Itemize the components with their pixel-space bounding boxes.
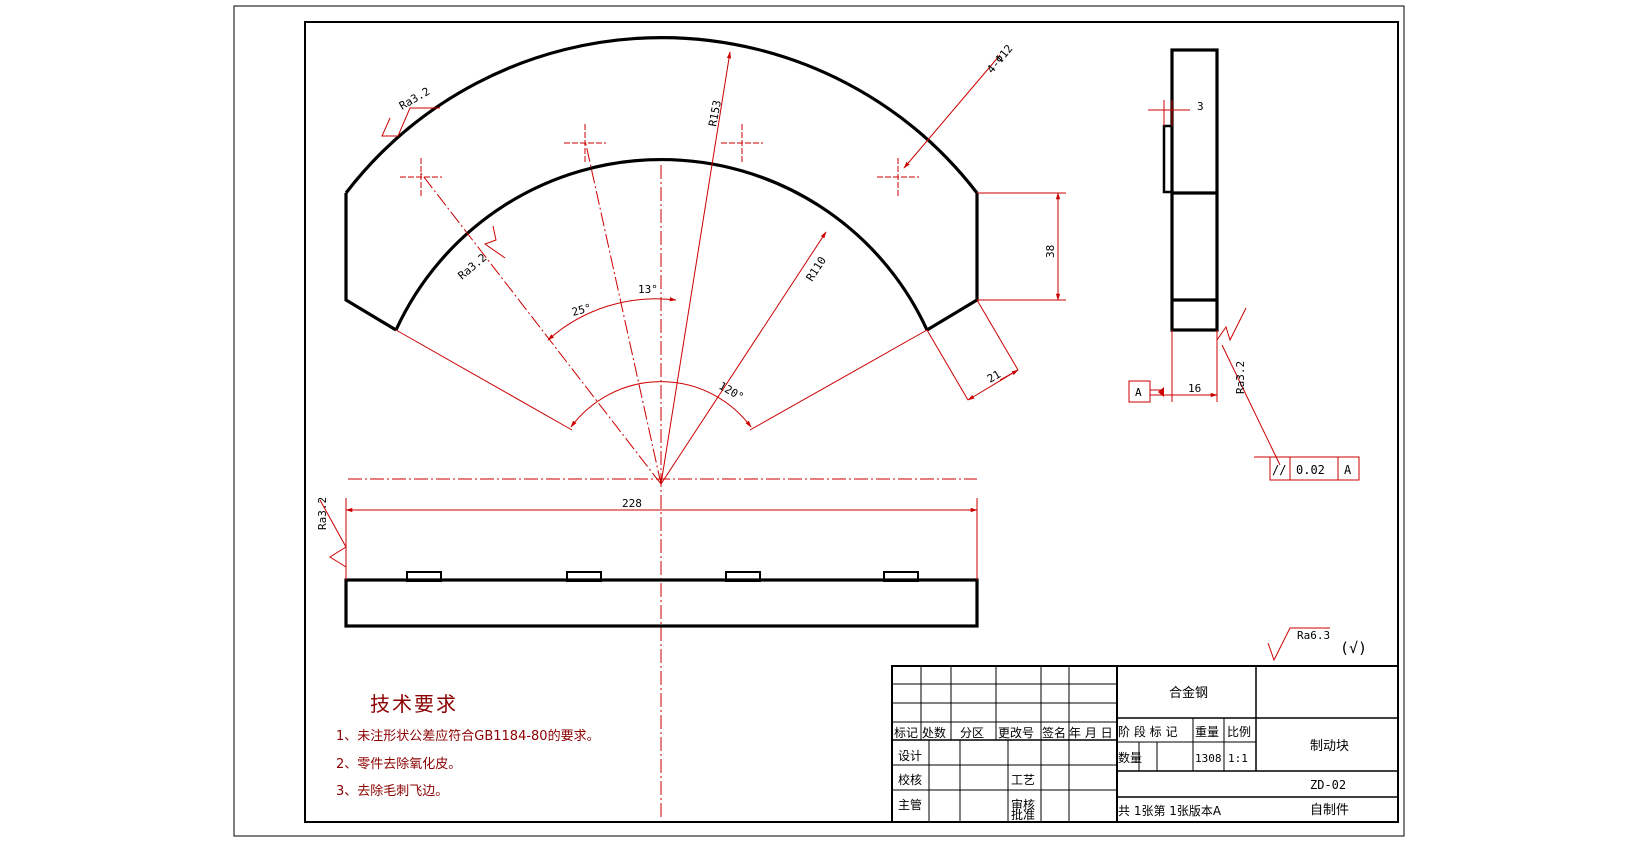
- dim-228: 228: [622, 497, 642, 510]
- tech-requirement-2: 2、零件去除氧化皮。: [336, 757, 462, 772]
- bar-boss-2: [566, 571, 602, 582]
- center-line-left-hole: [419, 171, 662, 485]
- header-zone: 分区: [960, 726, 984, 740]
- ra-general-paren: (√): [1340, 639, 1367, 657]
- label-review: 审核: [1011, 797, 1035, 812]
- angle-arc-25-13: [547, 297, 677, 341]
- inner-arc: [394, 158, 929, 331]
- tolerance-value: 0.02: [1296, 463, 1325, 477]
- label-quantity: 数量: [1118, 750, 1142, 765]
- bar-boss-4: [883, 571, 919, 582]
- tech-requirement-1: 1、未注形状公差应符合GB1184-80的要求。: [336, 729, 600, 744]
- ra-side: Ra3.2: [1234, 361, 1247, 394]
- header-change-no: 更改号: [998, 726, 1034, 740]
- value-scale: 1:1: [1228, 752, 1248, 765]
- center-lines: [348, 139, 977, 820]
- label-sheets: 共 1张第 1张版本A: [1118, 804, 1222, 818]
- bottom-view-dims: [319, 498, 978, 580]
- header-date: 年 月 日: [1069, 726, 1113, 740]
- dim-38: 38: [1044, 245, 1057, 258]
- center-line-mid-hole: [584, 139, 662, 485]
- header-count: 处数: [922, 725, 946, 740]
- title-drawing-no: ZD-02: [1310, 778, 1346, 792]
- title-part-name: 制动块: [1310, 739, 1349, 754]
- dim-r153: R153: [706, 99, 724, 127]
- outer-arc: [344, 36, 979, 194]
- side-body: [1170, 48, 1219, 332]
- outer-frame: [233, 5, 1405, 837]
- side-view: [1162, 48, 1219, 332]
- title-material: 合金钢: [1169, 685, 1208, 701]
- bar-boss-1: [406, 571, 442, 582]
- bar-body: [344, 578, 979, 628]
- arc-segment-view: [344, 36, 979, 332]
- tolerance-symbol: //: [1272, 463, 1286, 477]
- dim-21: 21: [985, 368, 1003, 386]
- dim-25-deg: 25°: [570, 301, 593, 319]
- tolerance-ref: A: [1344, 463, 1352, 477]
- label-approve-visible: 批准: [1011, 808, 1036, 822]
- header-marker: 标记: [894, 726, 918, 740]
- dim-16: 16: [1188, 382, 1201, 395]
- tech-requirement-3: 3、去除毛刺飞边。: [336, 784, 449, 799]
- label-check: 校核: [898, 772, 922, 787]
- hole-marks: [400, 124, 919, 196]
- label-scale: 比例: [1227, 725, 1251, 739]
- datum-label: A: [1135, 386, 1142, 399]
- roughness-symbols-front: [381, 107, 506, 259]
- label-stage: 阶 段 标 记: [1118, 724, 1177, 739]
- datum-box-a: [1128, 380, 1151, 403]
- bottom-bar-view: [344, 571, 979, 628]
- bar-boss-3: [725, 571, 761, 582]
- label-process: 工艺: [1011, 773, 1035, 787]
- label-design: 设计: [898, 749, 922, 763]
- dim-r110: R110: [804, 254, 829, 283]
- tech-requirements-title: 技术要求: [370, 692, 458, 716]
- ra-inner-arc: Ra3.2: [456, 251, 490, 282]
- ra-general: Ra6.3: [1297, 629, 1330, 642]
- ra-bottom: Ra3.2: [316, 497, 329, 530]
- dim-3: 3: [1197, 100, 1204, 113]
- left-end-edge: [344, 193, 397, 332]
- radial-dimensions: [395, 51, 1066, 485]
- dim-13-deg: 13°: [638, 283, 658, 296]
- header-signature: 签名: [1042, 725, 1066, 740]
- inner-frame: [304, 21, 1399, 823]
- angle-arc-120: [570, 381, 752, 428]
- label-weight: 重量: [1195, 725, 1219, 739]
- right-end-edge: [926, 193, 979, 332]
- dim-120-deg: 120°: [717, 379, 746, 404]
- dim-4-phi12: 4-Φ12: [984, 42, 1015, 76]
- title-source: 自制件: [1310, 803, 1349, 818]
- value-weight: 1308: [1195, 752, 1222, 765]
- datum-triangle: [1158, 387, 1164, 397]
- general-roughness-symbol: [1267, 627, 1330, 662]
- title-block: [891, 665, 1399, 823]
- side-boss: [1162, 124, 1174, 194]
- label-supervisor: 主管: [898, 797, 922, 812]
- side-view-dims: [1148, 100, 1281, 466]
- tolerance-frame: [1254, 456, 1360, 481]
